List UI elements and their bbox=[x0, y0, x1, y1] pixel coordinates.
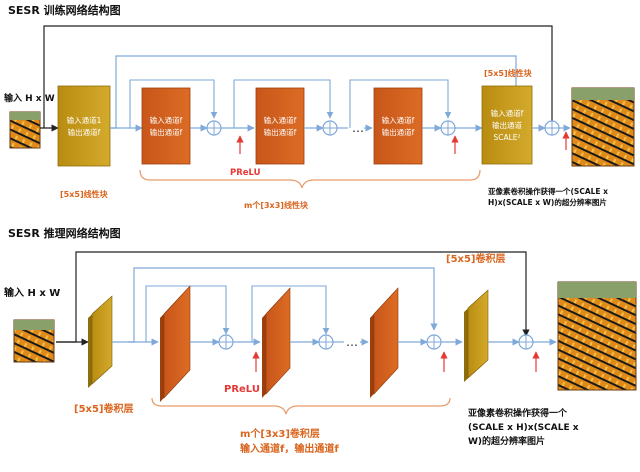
top-mid-block-c-line2: 输出通道f bbox=[382, 127, 415, 137]
top-brace bbox=[139, 169, 481, 189]
top-adder-1 bbox=[206, 120, 222, 136]
top-last-block-line3: SCALE² bbox=[493, 133, 520, 142]
top-blue-skip-2 bbox=[233, 79, 334, 128]
bottom-ellipsis: … bbox=[346, 335, 358, 349]
bottom-first-layer bbox=[88, 295, 113, 388]
top-output-image bbox=[571, 87, 635, 167]
top-adder-2 bbox=[322, 120, 338, 136]
bottom-output-image bbox=[557, 281, 637, 391]
bottom-output-caption-1: 亚像素卷积操作获得一个 bbox=[468, 407, 568, 419]
top-output-caption-2: H)x(SCALE x W)的超分辨率图片 bbox=[488, 197, 607, 207]
bottom-blue-skip-1 bbox=[145, 285, 230, 342]
top-mid-block-b-line1: 输入通道f bbox=[264, 115, 297, 125]
bottom-output-adder bbox=[518, 334, 534, 350]
bottom-orange-layer-c bbox=[370, 287, 399, 398]
top-last-caption: [5x5]线性块 bbox=[484, 68, 533, 78]
top-ellipsis: … bbox=[352, 121, 364, 135]
bottom-output-caption-3: W)的超分辨率图片 bbox=[468, 435, 545, 447]
bottom-input-label: 输入 H x W bbox=[4, 286, 60, 299]
top-input-image bbox=[9, 111, 41, 149]
bottom-adder-2 bbox=[318, 334, 334, 350]
top-output-adder bbox=[544, 120, 560, 136]
top-block-1-caption: [5x5]线性块 bbox=[60, 189, 109, 199]
top-mid-block-c: 输入通道f 输出通道f bbox=[373, 87, 423, 165]
top-block-1-line2: 输出通道f bbox=[68, 127, 101, 137]
top-prelu-label: PReLU bbox=[230, 168, 261, 178]
bottom-global-skip-line bbox=[56, 251, 530, 343]
top-mid-block-a: 输入通道f 输出通道f bbox=[141, 87, 191, 165]
top-block-1: 输入通道1 输出通道f bbox=[57, 85, 111, 167]
bottom-adder-3 bbox=[426, 334, 442, 350]
top-output-caption-1: 亚像素卷积操作获得一个(SCALE x bbox=[488, 186, 608, 196]
bottom-m-caption-1: m个[3x3]卷积层 bbox=[240, 427, 320, 440]
bottom-title: SESR 推理网络结构图 bbox=[8, 226, 121, 240]
bottom-blue-skip-2 bbox=[251, 285, 330, 342]
bottom-orange-layer-b bbox=[262, 287, 291, 398]
bottom-adder-1 bbox=[218, 334, 234, 350]
bottom-last-layer bbox=[464, 289, 489, 382]
top-adder-3 bbox=[440, 120, 456, 136]
bottom-input-image bbox=[13, 319, 55, 363]
top-blue-skip-1 bbox=[129, 79, 218, 128]
bottom-orange-layer-a bbox=[160, 285, 191, 402]
top-mid-block-c-line1: 输入通道f bbox=[382, 115, 415, 125]
top-global-skip-line bbox=[43, 25, 556, 133]
top-mid-block-b: 输入通道f 输出通道f bbox=[255, 87, 305, 165]
top-blue-skip-3 bbox=[349, 79, 452, 128]
top-title: SESR 训练网络结构图 bbox=[8, 3, 121, 17]
top-block-1-line1: 输入通道1 bbox=[67, 115, 102, 125]
top-mid-block-a-line2: 输出通道f bbox=[150, 127, 183, 137]
bottom-m-caption-2: 输入通道f，输出通道f bbox=[240, 442, 339, 455]
bottom-brace bbox=[151, 397, 451, 415]
top-last-block-line1: 输入通道f bbox=[491, 108, 524, 118]
top-last-block: 输入通道f 输出通道 SCALE² bbox=[481, 85, 533, 165]
bottom-prelu-label: PReLU bbox=[224, 384, 260, 395]
top-mid-block-a-line1: 输入通道f bbox=[150, 115, 183, 125]
top-m-caption: m个[3x3]线性块 bbox=[244, 200, 309, 210]
top-last-block-line2: 输出通道 bbox=[492, 120, 522, 130]
top-input-label: 输入 H x W bbox=[4, 92, 55, 104]
bottom-first-caption: [5x5]卷积层 bbox=[74, 402, 134, 415]
top-mid-block-b-line2: 输出通道f bbox=[264, 127, 297, 137]
bottom-last-caption: [5x5]卷积层 bbox=[446, 252, 506, 265]
bottom-output-caption-2: (SCALE x H)x(SCALE x bbox=[468, 423, 579, 433]
